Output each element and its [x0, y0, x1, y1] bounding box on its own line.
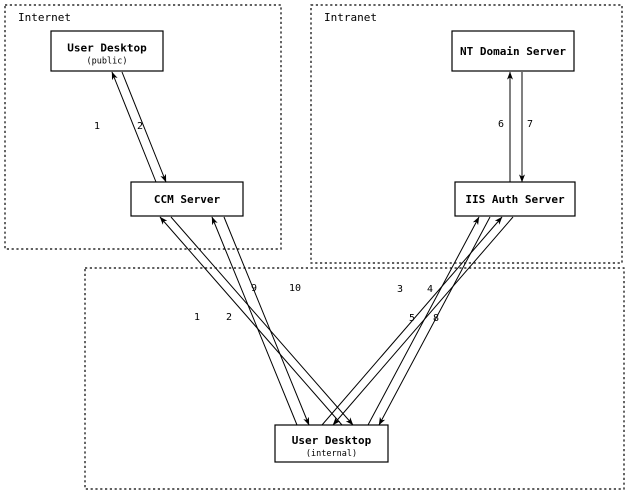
flow-3-label: 3: [397, 284, 403, 295]
flow-2-public-label: 2: [137, 121, 143, 132]
zone-internal-lan: [84, 267, 625, 490]
conn-public-down: [121, 71, 167, 183]
zone-label-intranet: Intranet: [324, 11, 377, 24]
node-box-nt-domain-server: [451, 30, 575, 72]
flow-5-label: 5: [409, 313, 415, 324]
zone-label-internet: Internet: [18, 11, 71, 24]
node-boxes: User Desktop (public) CCM Server NT Domain …: [50, 30, 576, 463]
zone-border-intranet: [310, 4, 623, 264]
conn-iis-internal-up-2: [321, 216, 503, 426]
zone-boundaries: Internet Intranet: [4, 4, 625, 490]
flow-7-label: 7: [527, 119, 533, 130]
node-user-desktop-public[interactable]: User Desktop (public): [50, 30, 164, 72]
node-title-user-desktop-internal: User Desktop: [292, 434, 372, 447]
conn-ccm-internal-up: [159, 216, 343, 426]
flow-9-label: 9: [251, 283, 257, 294]
node-title-user-desktop-public: User Desktop: [67, 42, 147, 55]
flow-6-label: 6: [498, 119, 504, 130]
zone-border-internal-lan: [84, 267, 625, 490]
node-box-iis-auth-server: [454, 181, 576, 217]
node-box-user-desktop-internal: [274, 424, 389, 463]
conn-ccm-internal-down: [170, 216, 354, 426]
node-nt-domain-server[interactable]: NT Domain Server: [451, 30, 575, 72]
conn-public-up: [111, 71, 157, 183]
flow-8-label: 8: [433, 313, 439, 324]
node-box-ccm-server: [130, 181, 244, 217]
conn-ccm-internal-up-2: [211, 216, 298, 426]
node-box-user-desktop-public: [50, 30, 164, 72]
node-title-iis-auth-server: IIS Auth Server: [465, 193, 565, 206]
flow-10-label: 10: [289, 283, 301, 294]
flow-step-labels: 1 2 6 7 9 10 1 2 3 4 5 8: [94, 119, 533, 324]
node-ccm-server[interactable]: CCM Server: [130, 181, 244, 217]
flow-1-internal-label: 1: [194, 312, 200, 323]
zone-border-internet: [4, 4, 282, 250]
conn-ccm-internal-down-2: [223, 216, 310, 426]
flow-connections: [111, 71, 525, 426]
node-iis-auth-server[interactable]: IIS Auth Server: [454, 181, 576, 217]
node-title-nt-domain-server: NT Domain Server: [460, 45, 566, 58]
node-title-ccm-server: CCM Server: [154, 193, 221, 206]
zone-internet: Internet: [4, 4, 282, 250]
flow-2-internal-label: 2: [226, 312, 232, 323]
node-user-desktop-internal[interactable]: User Desktop (internal): [274, 424, 389, 463]
node-subtitle-user-desktop-internal: (internal): [306, 449, 357, 459]
flow-1-public-label: 1: [94, 121, 100, 132]
zone-intranet: Intranet: [310, 4, 623, 264]
conn-iis-internal-down-2: [332, 216, 514, 426]
node-subtitle-user-desktop-public: (public): [87, 57, 128, 67]
flow-4-label: 4: [427, 284, 433, 295]
